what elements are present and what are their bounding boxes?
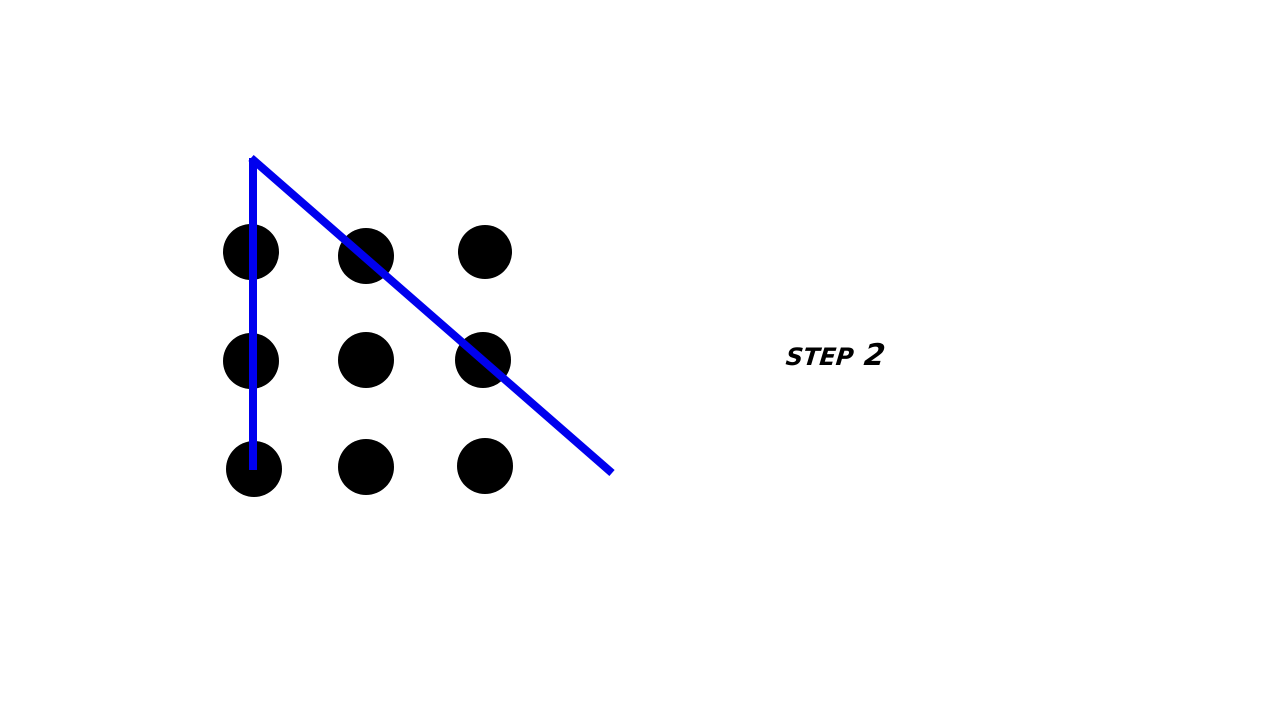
- step-label: STEP 2: [784, 336, 887, 377]
- dot-r2-c2: [338, 332, 394, 388]
- dot-r1-c3: [458, 225, 512, 279]
- dot-r3-c2: [338, 439, 394, 495]
- step-word: STEP: [784, 343, 856, 371]
- diagonal-line: [248, 154, 615, 477]
- solution-lines: [248, 154, 615, 477]
- dot-r3-c3: [457, 438, 513, 494]
- step-number: 2: [862, 338, 887, 373]
